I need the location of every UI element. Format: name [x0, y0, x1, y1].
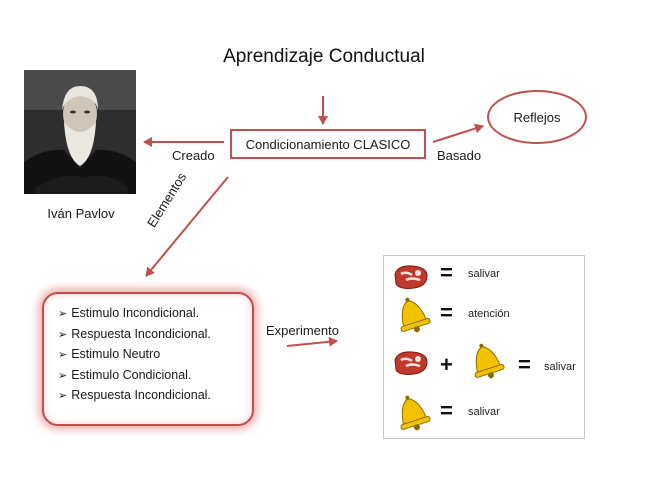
- result-row-4: salivar: [468, 406, 500, 418]
- reflejos-ellipse: Reflejos: [487, 90, 587, 144]
- arrow-elements-to-experiment: [286, 336, 338, 347]
- list-item: ➢Estimulo Neutro: [58, 347, 161, 361]
- list-item: ➢Estimulo Condicional.: [58, 367, 192, 382]
- edge-label-creado: Creado: [172, 148, 215, 163]
- list-item: ➢Respuesta Incondicional.: [58, 388, 211, 402]
- checkmark-arrow-icon: ➢: [58, 349, 68, 361]
- central-concept-box: Condicionamiento CLASICO: [230, 129, 426, 159]
- equals-sign-2: =: [440, 300, 453, 325]
- list-item: ➢Estimulo Incondicional.: [58, 306, 200, 320]
- pavlov-portrait-image: [24, 70, 136, 194]
- meat-icon: [394, 265, 428, 289]
- checkmark-arrow-icon: ➢: [58, 328, 68, 341]
- equals-sign-3: =: [518, 352, 531, 377]
- page-title: Aprendizaje Conductual: [223, 46, 425, 67]
- arrow-box-to-elements: [145, 176, 229, 277]
- bell-icon: [474, 343, 505, 379]
- checkmark-arrow-icon: ➢: [58, 390, 68, 402]
- elements-list-box: ➢Estimulo Incondicional. ➢Respuesta Inco…: [42, 292, 254, 426]
- portrait-caption: Iván Pavlov: [47, 206, 115, 221]
- result-row-3: salivar: [544, 361, 576, 373]
- edge-label-experimento: Experimento: [266, 323, 339, 338]
- plus-sign: +: [440, 352, 453, 377]
- bell-icon: [400, 395, 431, 431]
- equals-sign-4: =: [440, 398, 453, 423]
- elements-list: ➢Estimulo Incondicional. ➢Respuesta Inco…: [58, 304, 252, 407]
- result-row-1: salivar: [468, 268, 500, 280]
- list-item: ➢Respuesta Incondicional.: [58, 326, 211, 341]
- equals-sign-1: =: [440, 260, 453, 285]
- edge-label-basado: Basado: [437, 148, 482, 163]
- result-row-2: atención: [468, 308, 510, 320]
- bell-icon: [400, 297, 431, 333]
- checkmark-arrow-icon: ➢: [58, 308, 68, 320]
- meat-icon: [394, 351, 428, 375]
- checkmark-arrow-icon: ➢: [58, 369, 68, 382]
- central-concept-label: Condicionamiento CLASICO: [245, 136, 411, 152]
- experiment-panel: = salivar = atención + = salivar: [383, 255, 585, 439]
- reflejos-label: Reflejos: [513, 109, 561, 125]
- arrow-box-to-reflejos: [432, 123, 484, 143]
